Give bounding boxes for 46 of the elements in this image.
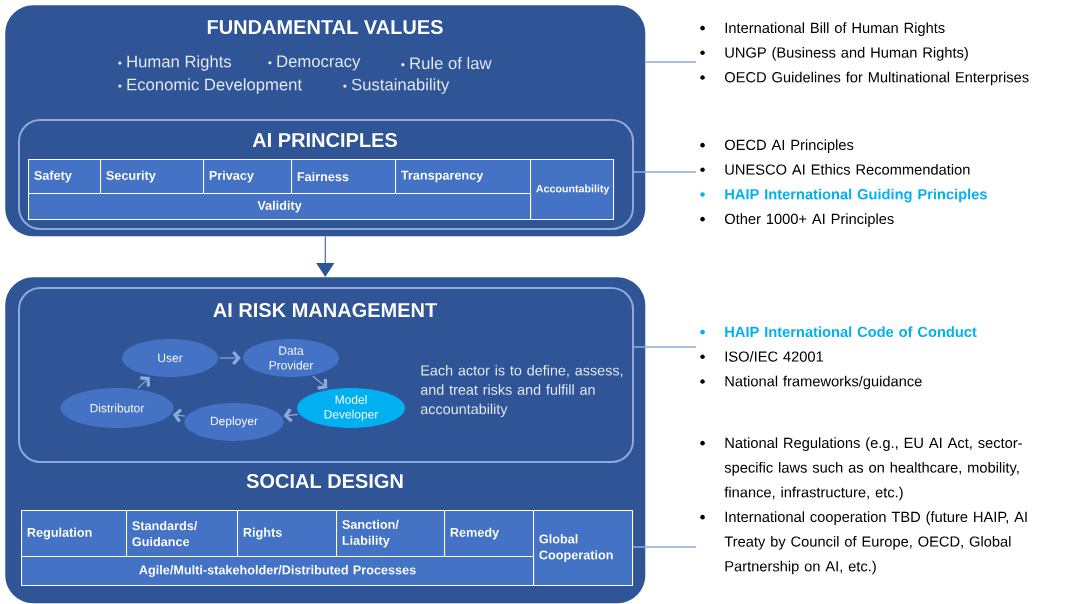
bullet-list: HAIP International Code of Conduct ISO/IEC 42001 National frameworks/guidance bbox=[700, 326, 977, 390]
table-cell: Fairness bbox=[291, 159, 397, 195]
table-cell: Security bbox=[100, 159, 205, 195]
table-cell: Safety bbox=[28, 159, 102, 195]
leader-line bbox=[633, 171, 697, 173]
chevron-arrow bbox=[312, 375, 328, 390]
table-cell: Accountability bbox=[530, 159, 615, 221]
arrow bbox=[316, 236, 335, 277]
node-label: National frameworks/guidance bbox=[725, 375, 922, 390]
node-label: UNGP (Business and Human Rights) bbox=[725, 46, 968, 61]
node-label: National Regulations (e.g., EU AI Act, sector-specific laws such as on healthcare, mobility, finance, infrastructure, etc.) bbox=[724, 437, 1022, 501]
value-item: Human Rights bbox=[118, 55, 232, 71]
description-text: Each actor is to define, assess, and treat risks and fulfill an accountability bbox=[420, 364, 623, 418]
table-cell: Rights bbox=[237, 510, 338, 558]
table-cell: Privacy bbox=[203, 159, 293, 195]
leader-line bbox=[644, 61, 697, 63]
panel-title: FUNDAMENTAL VALUES bbox=[207, 19, 443, 35]
node-label: UNESCO AI Ethics Recommendation bbox=[725, 163, 970, 175]
table-cell: Sanction/ Liability bbox=[336, 510, 446, 558]
leader-line bbox=[633, 346, 697, 348]
table-cell: Global Cooperation bbox=[533, 510, 634, 587]
panel-title: AI PRINCIPLES bbox=[252, 132, 397, 148]
node-label: OECD AI Principles bbox=[724, 139, 854, 153]
leader-line bbox=[632, 546, 697, 548]
table-cell: Standards/ Guidance bbox=[126, 510, 239, 558]
bullet-list: OECD AI Principles UNESCO AI Ethics Recommendation HAIP International Guiding Principles Other 1000+ AI Principles bbox=[700, 139, 987, 227]
node-label: ISO/IEC 42001 bbox=[725, 350, 824, 362]
bullet-list: National Regulations (e.g., EU AI Act, sector-specific laws such as on healthcare, mobility, finance, infrastructure, etc.) International cooperation TBD (future HAIP, AI Treaty by Council of Europe, OECD, Global Partnership on AI, etc.) bbox=[700, 437, 1027, 575]
table-cell: Remedy bbox=[444, 510, 535, 558]
node-label: OECD Guidelines for Multinational Enterprises bbox=[724, 71, 1029, 86]
node-label: Other 1000+ AI Principles bbox=[724, 213, 894, 227]
node-label: International cooperation TBD (future HAIP, AI Treaty by Council of Europe, OECD, Global Partnership on AI, etc.) bbox=[724, 511, 1027, 575]
chevron-arrow bbox=[137, 376, 150, 389]
panel-title: SOCIAL DESIGN bbox=[246, 473, 403, 489]
panel-title: AI RISK MANAGEMENT bbox=[213, 302, 437, 318]
value-item: Economic Development bbox=[118, 78, 302, 94]
node-label: International Bill of Human Rights bbox=[725, 22, 945, 36]
table-cell: Regulation bbox=[21, 510, 128, 558]
value-item: Democracy bbox=[268, 55, 361, 71]
value-item: Sustainability bbox=[343, 78, 450, 94]
value-item: Rule of law bbox=[401, 56, 492, 70]
bullet-list: International Bill of Human Rights UNGP (Business and Human Rights) OECD Guidelines for Multinational Enterprises bbox=[700, 22, 1029, 86]
chevron-arrow bbox=[219, 350, 241, 366]
node-label: HAIP International Code of Conduct bbox=[725, 326, 977, 338]
table-cell: Transparency bbox=[395, 159, 532, 195]
node-label: HAIP International Guiding Principles bbox=[725, 188, 987, 203]
